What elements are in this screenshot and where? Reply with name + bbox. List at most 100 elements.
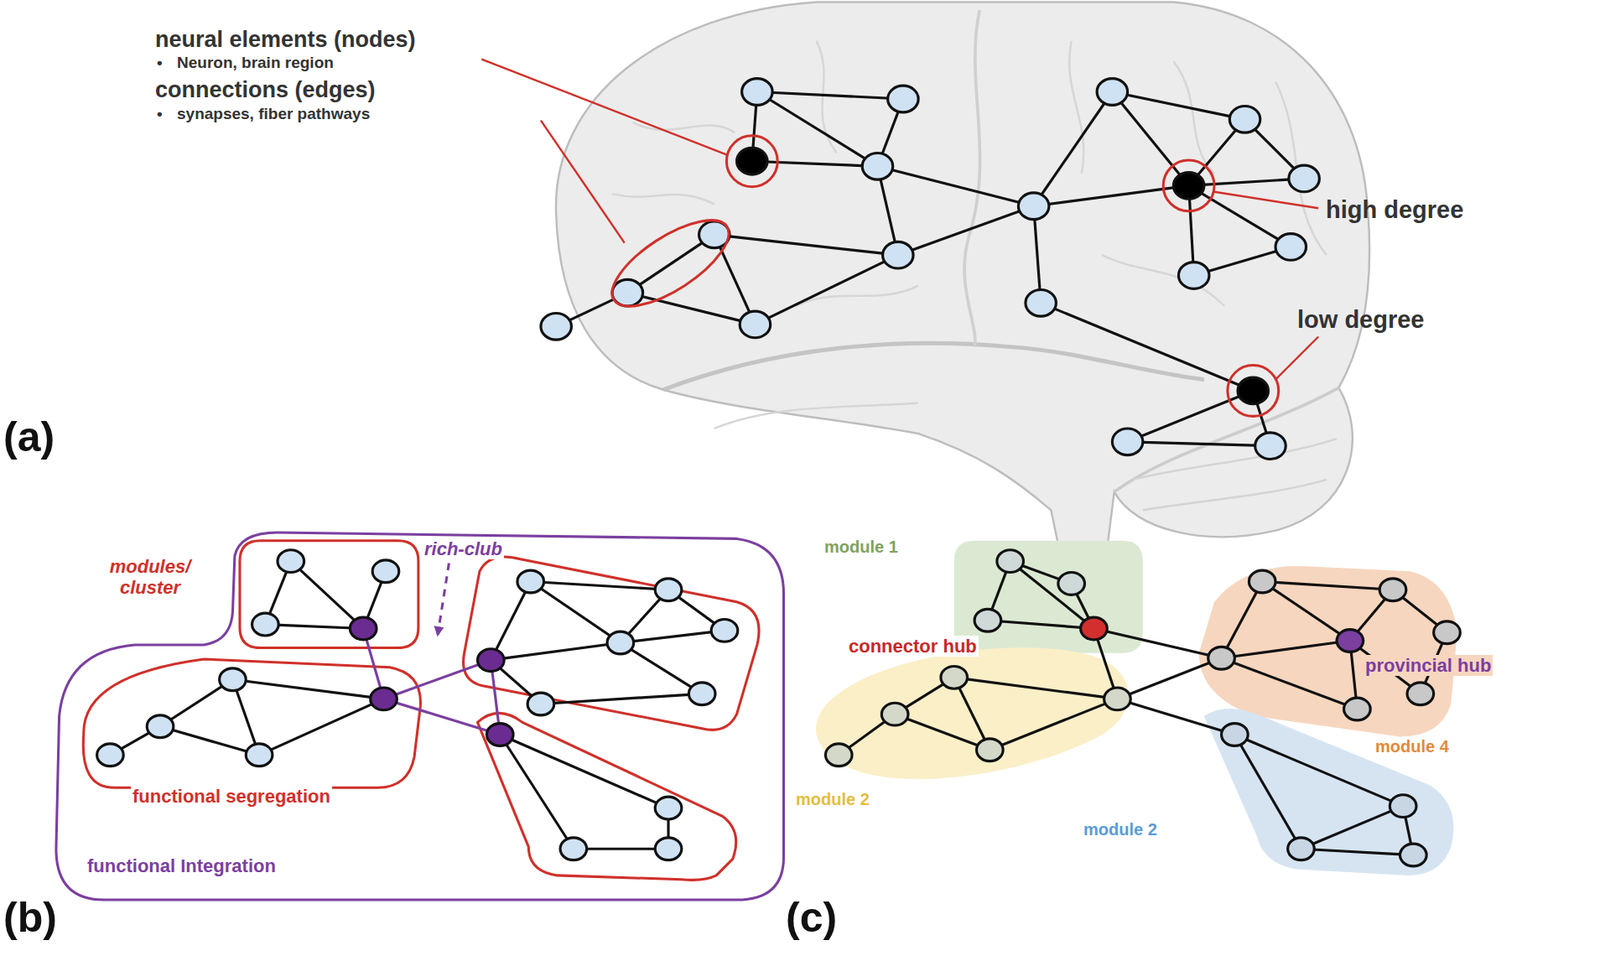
graph-node [1096,78,1128,106]
graph-edge [499,734,669,809]
graph-edge [627,292,755,325]
hub-label: provincial hub [1363,654,1493,676]
brain-illustration [555,1,1370,577]
graph-node [1208,646,1236,670]
graph-node [245,743,273,767]
graph-node [1173,172,1205,200]
graph-node [1248,570,1276,593]
graph-edge [954,677,1118,700]
graph-edge [530,581,621,643]
graph-edge [290,561,364,629]
graph-node [1407,682,1434,706]
graph-node [1255,432,1287,460]
module-label: module 4 [1373,737,1451,757]
module-outline [83,659,421,788]
graph-node [654,578,682,602]
bullet: • [155,104,165,124]
highlight-ring [726,135,778,188]
graph-edge [1010,561,1095,629]
highlight-ring [599,204,742,323]
graph-edge [1116,698,1235,735]
callout-text: synapses, fiber pathways [175,104,372,124]
highlight-ring [1227,365,1279,417]
callout-text: Neuron, brain region [175,53,336,73]
graph-edge [1033,91,1113,206]
graph-edge [264,624,364,629]
graph-edge [757,91,878,167]
graph-node [1104,687,1132,711]
graph-edge [160,726,260,755]
graph-node [349,617,377,640]
graph-edge [1262,581,1393,590]
leader-line [1214,192,1319,208]
graph-node [252,612,280,636]
graph-edge [989,698,1117,750]
module-outline [239,540,419,649]
graph-node [1025,290,1057,317]
graph-node [370,687,398,711]
graph-edge [232,679,384,699]
graph-node [477,649,504,672]
graph-edge [1127,441,1271,447]
graph-node [1288,837,1315,861]
callout-label: low degree [1295,306,1427,334]
graph-edge [1111,91,1189,186]
graph-edge [499,734,574,849]
graph-node [1111,428,1143,456]
panel-letter: (b) [1,893,59,943]
graph-edge [1262,581,1351,641]
integration-label: functional Integration [85,855,278,877]
network-graphs [56,59,1460,901]
integration-outline [56,532,785,900]
graph-node [976,738,1004,762]
graph-node [711,619,738,643]
graph-edge [754,254,898,325]
graph-edge [1189,178,1305,187]
graph-edge [1127,390,1254,442]
graph-node [219,668,247,691]
graph-node [881,702,909,726]
graph-edge [894,714,990,751]
graph-edge [1300,805,1403,849]
module-label: module 2 [794,789,872,810]
graph-node [1237,377,1269,405]
graph-node [940,665,968,689]
module-label: modules/ cluster [98,555,203,599]
graph-node [1344,697,1372,721]
graph-edge [987,620,1095,629]
hub-label: connector hub [846,635,979,657]
rich-club-edge [384,659,492,699]
graph-node [1221,723,1249,747]
graph-edge [490,642,621,660]
graph-node [1229,106,1261,134]
graph-node [486,723,514,747]
graph-node [1080,617,1108,640]
graph-edge [530,581,669,590]
graph-node [1288,165,1320,193]
graph-node [654,837,682,861]
panel-letter: (c) [784,893,839,943]
segregation-label: functional segregation [130,785,333,807]
callout-heading: neural elements (nodes) [153,26,418,53]
graph-edge [877,166,1034,206]
rich-club-arrow [437,563,449,635]
graph-node [97,743,125,767]
leader-line [481,59,728,156]
graph-node [742,78,774,106]
bullet: • [155,53,165,73]
graph-node [1058,572,1086,596]
graph-node [1178,262,1210,290]
graph-node [1018,192,1050,220]
graph-node [372,560,400,583]
graph-edge [1234,734,1301,849]
graph-node [560,837,588,861]
callout-heading: connections (edges) [153,77,378,104]
module-outline [477,712,736,880]
module-region [815,647,1129,780]
leader-line [1275,336,1319,380]
graph-edge [540,693,702,704]
graph-edge [1300,848,1413,855]
graph-node [997,550,1024,573]
